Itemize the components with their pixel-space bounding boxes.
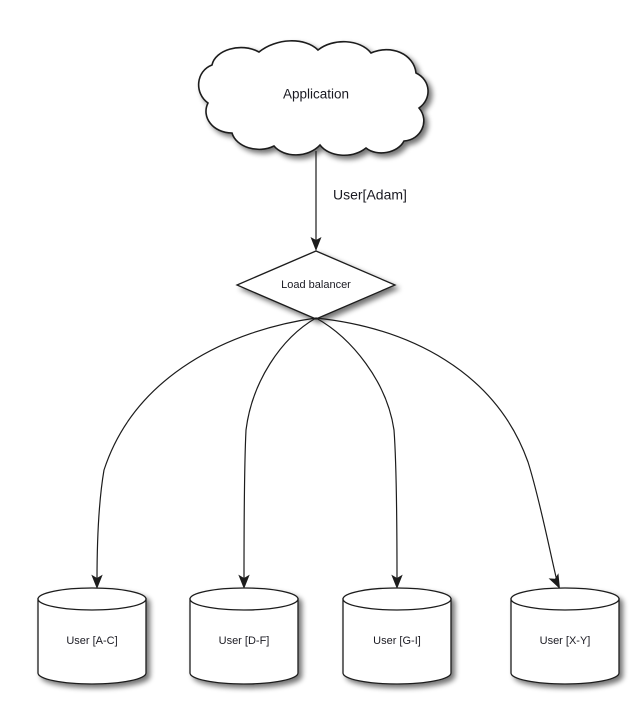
node-database-1[interactable]: User [D-F] [189, 587, 299, 685]
node-database-3[interactable]: User [X-Y] [510, 587, 620, 685]
edge-label-user-adam: User[Adam] [333, 187, 407, 203]
edge-balancer-to-db-0[interactable] [91, 317, 317, 589]
database-label: User [A-C] [66, 635, 117, 647]
edge-app-to-balancer[interactable]: User[Adam] [310, 151, 407, 251]
edge-balancer-to-db-2[interactable] [315, 317, 403, 589]
edge-curve [315, 317, 558, 582]
node-database-2[interactable]: User [G-I] [342, 587, 452, 685]
edge-curve [315, 317, 398, 582]
arrowhead-icon [391, 574, 403, 589]
edge-balancer-to-db-3[interactable] [315, 317, 560, 589]
database-cylinder-icon [189, 587, 299, 685]
cloud-icon [197, 40, 429, 156]
arrowhead-icon [310, 237, 322, 251]
node-application[interactable]: Application [197, 40, 429, 156]
edge-curve [243, 317, 317, 582]
node-database-0[interactable]: User [A-C] [37, 587, 147, 685]
decision-diamond-icon [235, 250, 397, 320]
database-label: User [G-I] [373, 635, 421, 647]
load-balancer-label: Load balancer [281, 279, 351, 291]
database-cylinder-icon [37, 587, 147, 685]
arrowhead-icon [238, 574, 250, 589]
database-cylinder-icon [510, 587, 620, 685]
application-label: Application [283, 87, 349, 102]
database-label: User [D-F] [219, 635, 270, 647]
edge-balancer-to-db-1[interactable] [238, 317, 317, 589]
database-cylinder-icon [342, 587, 452, 685]
node-load-balancer[interactable]: Load balancer [235, 250, 397, 320]
arrowhead-icon [548, 573, 560, 589]
arrowhead-icon [91, 574, 103, 589]
edge-curve [96, 317, 317, 582]
database-label: User [X-Y] [540, 635, 591, 647]
